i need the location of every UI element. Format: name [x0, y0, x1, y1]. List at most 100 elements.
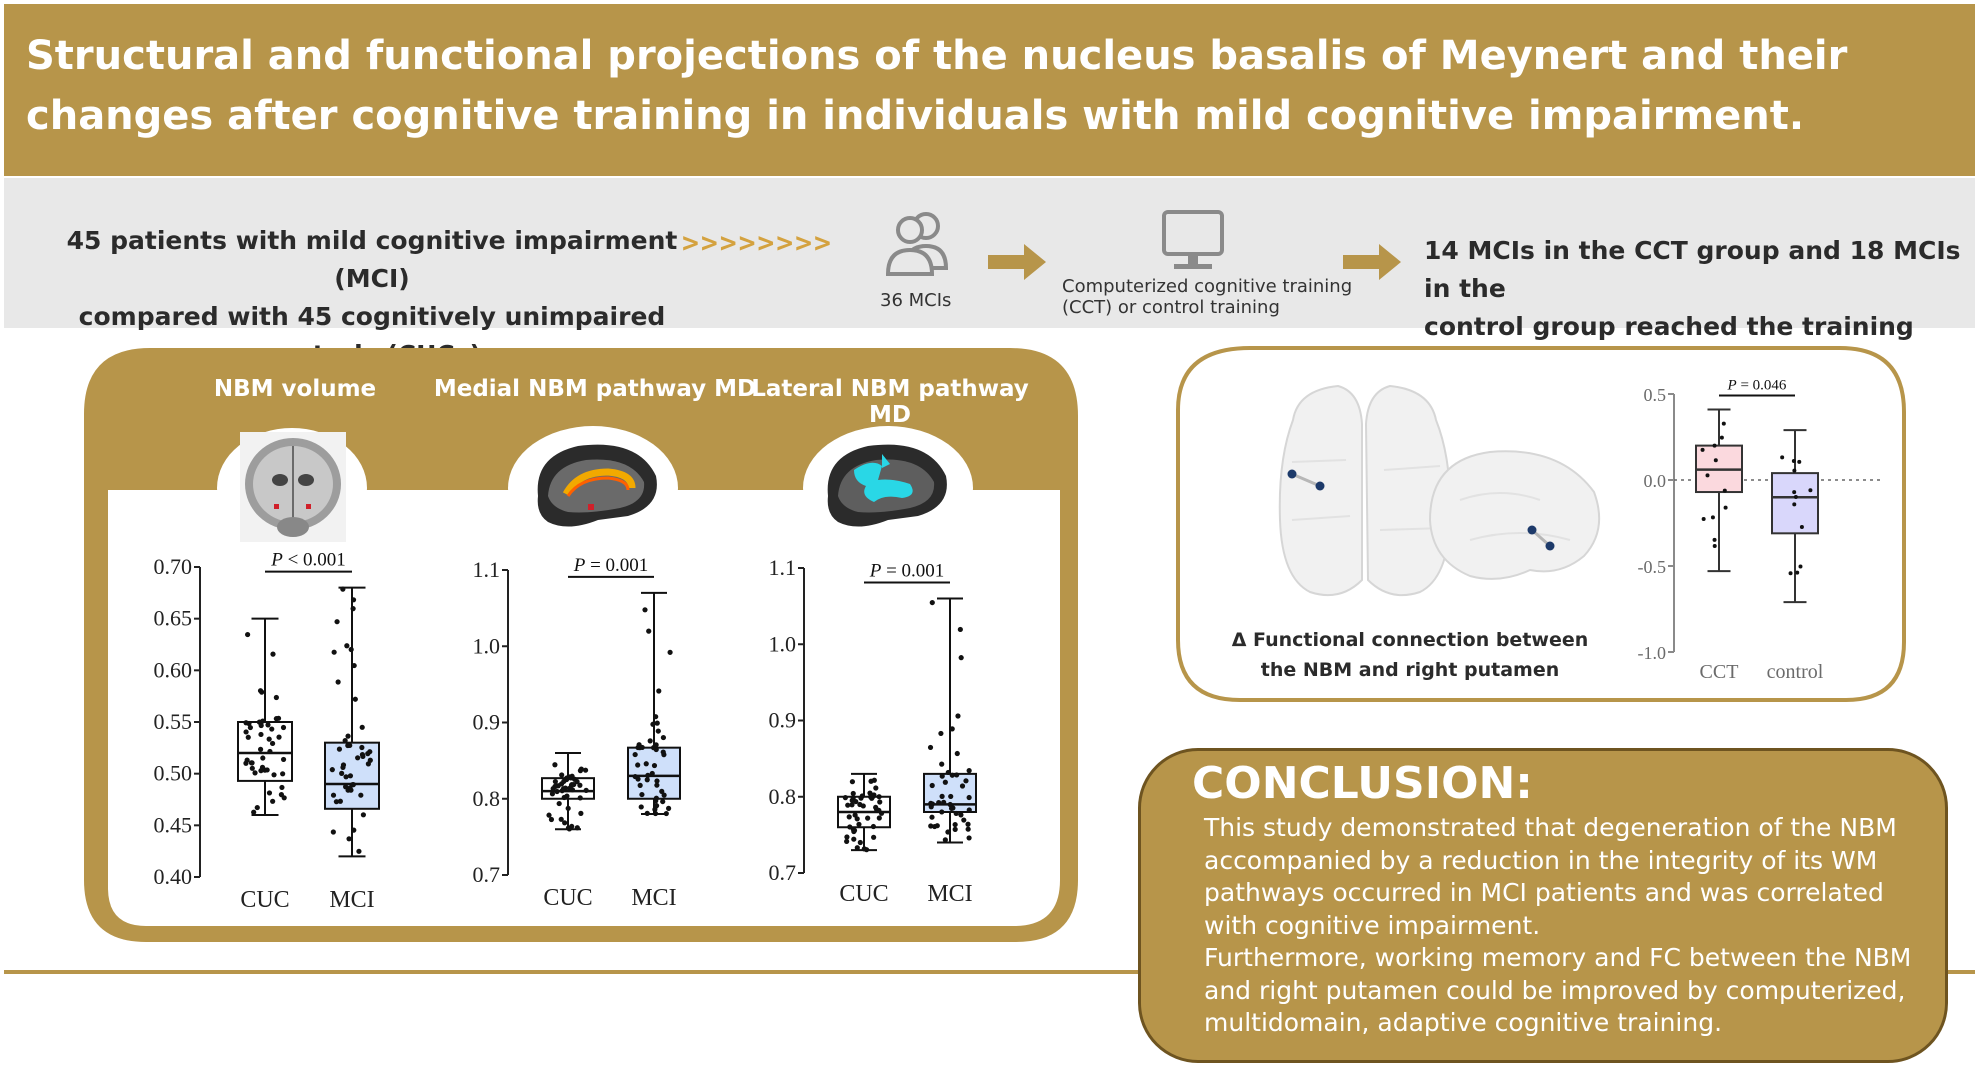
- data-point: [252, 770, 258, 776]
- data-point: [351, 827, 357, 833]
- data-point: [577, 795, 583, 801]
- data-point: [931, 823, 938, 830]
- data-point: [865, 815, 871, 821]
- data-point: [653, 795, 659, 801]
- data-point: [966, 807, 972, 813]
- data-point: [565, 805, 571, 811]
- data-point: [566, 785, 573, 791]
- data-point: [358, 792, 364, 798]
- data-point: [936, 799, 942, 806]
- data-point: [1792, 502, 1797, 507]
- data-point: [955, 713, 961, 719]
- data-point: [347, 773, 354, 779]
- data-point: [954, 750, 960, 757]
- data-point: [850, 795, 856, 801]
- data-point: [632, 751, 638, 758]
- conclusion-paragraph-2: Furthermore, working memory and FC betwe…: [1204, 943, 1912, 1037]
- data-point: [577, 768, 584, 774]
- data-point: [942, 837, 948, 843]
- data-point: [1700, 447, 1705, 452]
- data-point: [945, 829, 951, 835]
- medial-sagittal-brain-image: [537, 444, 657, 527]
- data-point: [257, 688, 264, 694]
- data-point: [942, 779, 948, 785]
- fc-caption-line2: the NBM and right putamen: [1260, 659, 1560, 681]
- data-point: [952, 826, 958, 832]
- data-point: [966, 768, 972, 774]
- title-banner: [4, 4, 1975, 176]
- data-point: [348, 787, 354, 793]
- conclusion-body: This study demonstrated that degeneratio…: [1204, 812, 1924, 1040]
- data-point: [1721, 421, 1726, 426]
- data-point: [560, 786, 567, 792]
- flow-step-training-line2: (CCT) or control training: [1062, 297, 1280, 318]
- data-point: [656, 688, 662, 694]
- data-point: [1795, 570, 1800, 575]
- data-point: [549, 791, 556, 797]
- data-point: [653, 803, 659, 809]
- data-point: [638, 804, 644, 810]
- data-point: [860, 803, 866, 809]
- flow-step-outcome: 14 MCIs in the CCT group and 18 MCIs in …: [1424, 232, 1964, 384]
- data-point: [667, 649, 673, 655]
- y-tick-label: 0.70: [154, 554, 193, 579]
- data-point: [244, 757, 250, 763]
- lateral-sagittal-brain-image: [827, 444, 947, 527]
- data-point: [1792, 490, 1797, 495]
- data-point: [273, 694, 279, 701]
- data-point: [1712, 443, 1717, 448]
- data-point: [365, 751, 371, 757]
- data-point: [258, 722, 264, 729]
- data-point: [558, 816, 564, 822]
- data-point: [653, 714, 659, 720]
- data-point: [649, 770, 655, 777]
- data-point: [842, 795, 848, 801]
- flow-step-outcome-line1: 14 MCIs in the CCT group and 18 MCIs in …: [1424, 236, 1961, 303]
- data-point: [347, 742, 353, 749]
- data-point: [574, 825, 580, 831]
- data-point: [660, 749, 666, 755]
- data-point: [1705, 473, 1710, 478]
- data-point: [562, 820, 568, 826]
- data-point: [249, 765, 255, 771]
- data-point: [343, 774, 349, 780]
- data-point: [868, 778, 874, 784]
- y-tick-label: 1.1: [769, 555, 797, 580]
- data-point: [359, 744, 365, 751]
- data-point: [1808, 488, 1813, 493]
- data-point: [963, 778, 969, 784]
- y-tick-label: 0.8: [473, 786, 501, 811]
- data-point: [948, 805, 955, 811]
- data-point: [335, 679, 341, 685]
- data-point: [333, 799, 340, 805]
- data-point: [965, 821, 971, 827]
- data-point: [280, 756, 287, 763]
- page-title: Structural and functional projections of…: [26, 33, 1848, 139]
- data-point: [966, 835, 972, 841]
- data-point: [652, 810, 659, 817]
- data-point: [1723, 505, 1728, 510]
- category-label: MCI: [927, 881, 972, 907]
- coronal-brain-image: [240, 432, 346, 542]
- data-point: [650, 721, 656, 727]
- data-point: [959, 783, 966, 789]
- data-point: [876, 815, 882, 821]
- data-point: [876, 807, 882, 813]
- data-point: [949, 772, 955, 778]
- data-point: [844, 838, 850, 845]
- data-point: [343, 784, 349, 790]
- data-point: [264, 767, 270, 773]
- data-point: [266, 736, 272, 742]
- data-point: [637, 782, 643, 788]
- data-point: [254, 804, 260, 811]
- data-point: [257, 746, 264, 752]
- data-point: [939, 773, 945, 779]
- y-tick-label: -0.5: [1638, 557, 1667, 577]
- panel-title-lateral-md: Lateral NBM pathway MD: [751, 376, 1029, 428]
- data-point: [1799, 525, 1804, 530]
- y-tick-label: 0.40: [154, 864, 193, 889]
- data-point: [267, 748, 273, 755]
- data-point: [861, 846, 867, 852]
